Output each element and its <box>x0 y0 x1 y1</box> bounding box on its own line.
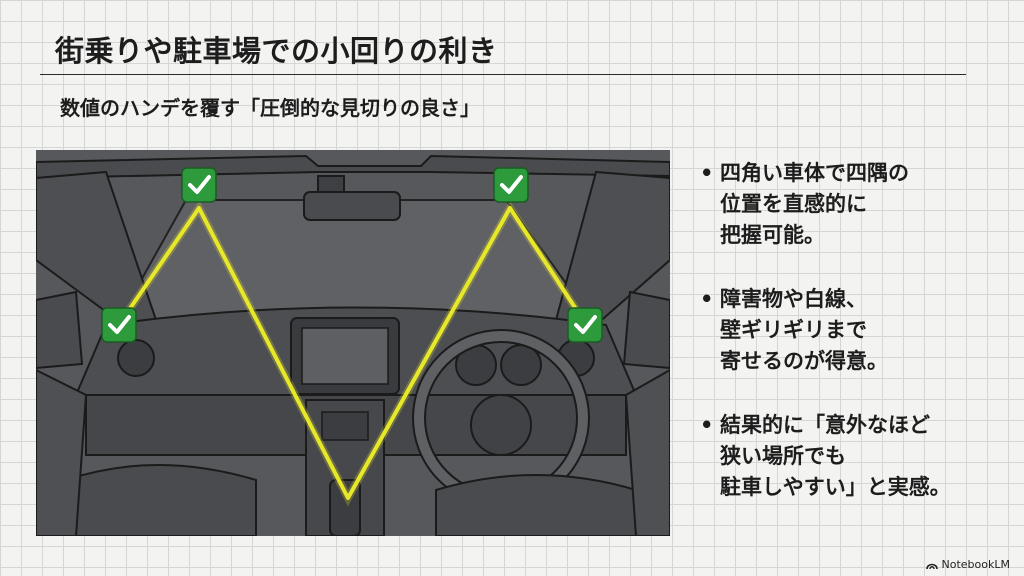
bullet-marker: • <box>700 287 714 311</box>
bullet-line: 結果的に「意外なほど <box>720 413 930 437</box>
page-subtitle: 数値のハンデを覆す「圧倒的な見切りの良さ」 <box>60 96 480 120</box>
title-underline <box>40 74 966 75</box>
sightline-highlight <box>116 206 589 500</box>
bullet-line: 位置を直感的に <box>720 192 867 216</box>
bullet-line: 狭い場所でも <box>720 444 846 468</box>
check-icon <box>101 307 137 343</box>
brand-watermark: NotebookLM <box>925 558 1010 571</box>
bullet-line: 把握可能。 <box>720 223 825 247</box>
bullet-line: 四角い車体で四隅の <box>720 161 909 185</box>
car-interior-illustration <box>36 150 670 536</box>
bullet-item: • 四角い車体で四隅の 位置を直感的に 把握可能。 <box>700 158 1000 251</box>
bullet-line: 壁ギリギリまで <box>720 318 867 342</box>
check-icon <box>181 167 217 203</box>
brand-label: NotebookLM <box>941 558 1010 571</box>
bullet-line: 寄せるのが得意。 <box>720 349 888 373</box>
bullet-marker: • <box>700 161 714 185</box>
bullet-line: 駐車しやすい」と実感。 <box>720 475 951 499</box>
page-title: 街乗りや駐車場での小回りの利き <box>55 34 498 68</box>
notebooklm-logo-icon <box>925 563 938 569</box>
bullet-item: • 結果的に「意外なほど 狭い場所でも 駐車しやすい」と実感。 <box>700 410 1000 503</box>
bullet-marker: • <box>700 413 714 437</box>
bullet-item: • 障害物や白線、 壁ギリギリまで 寄せるのが得意。 <box>700 284 1000 377</box>
check-icon <box>567 307 603 343</box>
bullet-line: 障害物や白線、 <box>720 287 867 311</box>
check-icon <box>493 167 529 203</box>
